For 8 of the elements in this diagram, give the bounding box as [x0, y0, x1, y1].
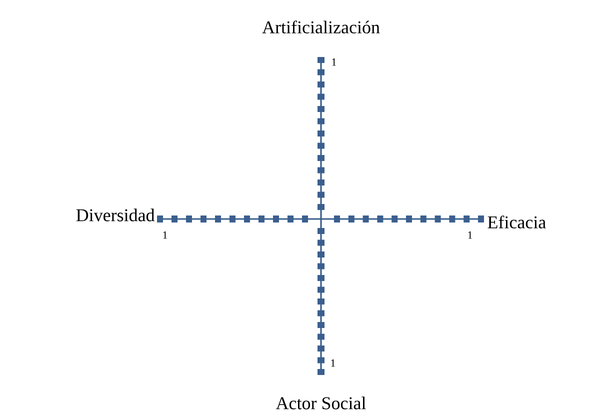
tick-label: 1: [468, 231, 472, 239]
tick-label: 1: [163, 231, 168, 239]
axis-label: Diversidad: [76, 208, 155, 222]
tick-label: 1: [332, 58, 336, 66]
axis-label: Eficacia: [488, 216, 546, 228]
axis-label: Artificialización: [262, 20, 380, 34]
tick-label: 1: [331, 359, 336, 367]
axis-label: Actor Social: [276, 396, 366, 410]
